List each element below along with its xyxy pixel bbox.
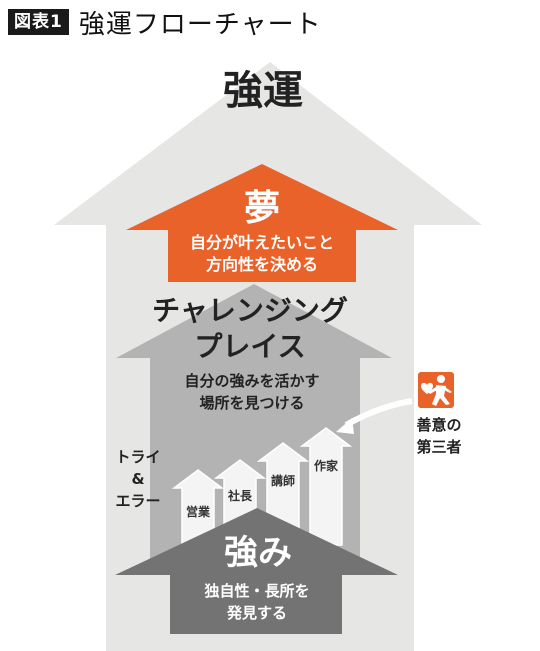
figure-title: 強運フローチャート [78, 9, 322, 40]
dream-arrow [126, 164, 398, 282]
trial-line-2: & [131, 470, 144, 488]
figure-header: 図表1 強運フローチャート [8, 6, 322, 40]
small-arrow-label-3: 講師 [271, 473, 295, 488]
dream-line-2: 方向性を決める [206, 255, 318, 274]
small-arrow-label-2: 社長 [227, 488, 253, 503]
helper-arrowhead [336, 418, 354, 434]
third-party-line-2: 第三者 [416, 438, 461, 456]
strength-arrow [115, 508, 398, 634]
trial-line-3: エラー [115, 492, 160, 510]
challenge-line-2: 場所を見つける [199, 394, 304, 412]
challenge-title-2: プレイス [194, 330, 305, 363]
running-person-icon [418, 372, 454, 408]
dream-title: 夢 [244, 188, 280, 229]
third-party-line-1: 善意の [416, 416, 461, 434]
figure-label: 図表1 [8, 9, 69, 35]
small-arrow-label-1: 営業 [186, 504, 211, 519]
trial-line-1: トライ [115, 448, 160, 466]
top-title: 強運 [223, 68, 303, 114]
small-arrow-label-4: 作家 [314, 458, 339, 473]
challenge-title-1: チャレンジング [152, 294, 348, 327]
small-arrow-1: 営業 [171, 469, 225, 546]
strength-line-1: 独自性・長所を [204, 582, 309, 600]
dream-line-1: 自分が叶えたいこと [190, 233, 334, 252]
strength-title: 強み [224, 533, 292, 573]
challenge-line-1: 自分の強みを活かす [184, 372, 319, 390]
strength-line-2: 発見する [226, 604, 287, 622]
